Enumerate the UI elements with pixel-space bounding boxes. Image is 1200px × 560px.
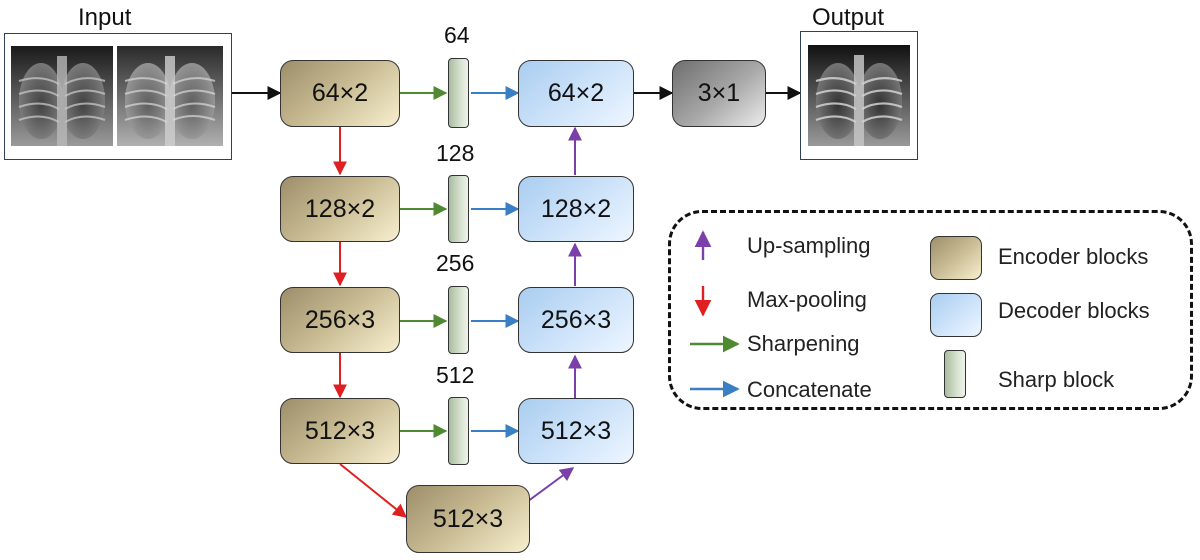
bottleneck-block: 512×3 [406, 485, 530, 553]
encoder-block-4: 512×3 [280, 398, 400, 464]
input-image-frame [4, 33, 232, 160]
legend-upsampling-label: Up-sampling [747, 233, 871, 258]
legend-encoder-swatch [930, 236, 982, 280]
sharp-block-4 [448, 397, 469, 465]
sharp-block-2 [448, 175, 469, 243]
legend-sharp-swatch [944, 350, 966, 398]
sharp-block-1 [448, 58, 469, 128]
legend-decoder-swatch [930, 293, 982, 337]
legend-sharpening-label: Sharpening [747, 331, 860, 356]
maxpool-arrow-4 [339, 463, 408, 518]
sharp-channels-label-2: 128 [436, 140, 475, 166]
input-label: Input [78, 4, 132, 31]
sharp-channels-label-3: 256 [436, 250, 475, 276]
decoder-block-3: 256×3 [518, 287, 634, 353]
sharp-channels-label-1: 64 [444, 22, 470, 48]
encoder-block-2: 128×2 [280, 176, 400, 242]
legend-encoder-label: Encoder blocks [998, 244, 1149, 269]
legend-decoder-label: Decoder blocks [998, 298, 1150, 323]
input-xray-image-1 [11, 46, 113, 146]
decoder-block-4: 512×3 [518, 398, 634, 464]
legend-concatenate-label: Concatenate [747, 377, 872, 402]
output-xray-image [808, 45, 910, 146]
final-conv-block: 3×1 [672, 60, 766, 127]
legend-sharp-label: Sharp block [998, 367, 1115, 392]
legend [668, 210, 1193, 410]
input-xray-image-2 [117, 46, 223, 146]
encoder-block-3: 256×3 [280, 287, 400, 353]
decoder-block-2: 128×2 [518, 176, 634, 242]
output-image-frame [800, 31, 918, 160]
decoder-block-1: 64×2 [518, 60, 634, 127]
sharp-channels-label-4: 512 [436, 362, 475, 388]
output-label: Output [812, 4, 885, 31]
sharp-block-3 [448, 286, 469, 354]
legend-maxpooling-label: Max-pooling [747, 287, 867, 312]
encoder-block-1: 64×2 [280, 60, 400, 127]
